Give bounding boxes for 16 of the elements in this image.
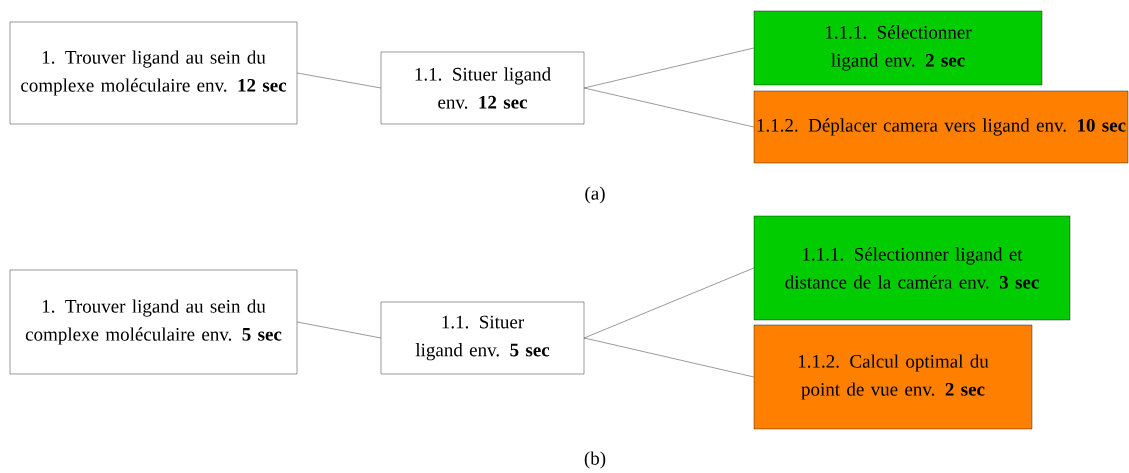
task-box: 1. Trouver ligand au sein du complexe moléculaire env. 5 sec <box>9 269 298 375</box>
connector-line <box>584 337 754 378</box>
connector-line <box>584 267 754 339</box>
task-box: 1.1.1. Sélectionner ligand env. 2 sec <box>753 10 1043 86</box>
task-box: 1.1. Situer ligand env. 12 sec <box>380 51 585 125</box>
task-box: 1.1.2. Déplacer camera vers ligand env. 10 sec <box>753 90 1129 164</box>
connector-line <box>297 72 381 89</box>
task-box: 1.1.1. Sélectionner ligand et distance de la caméra env. 3 sec <box>753 215 1071 321</box>
connector-line <box>584 47 754 89</box>
task-box: 1.1.2. Calcul optimal du point de vue env. 2 sec <box>753 324 1033 430</box>
task-box: 1.1. Situer ligand env. 5 sec <box>380 301 585 375</box>
connector-line <box>584 87 754 128</box>
subfigure-label: (a) <box>585 186 605 204</box>
task-box: 1. Trouver ligand au sein du complexe moléculaire env. 12 sec <box>9 21 298 125</box>
connector-line <box>297 321 381 339</box>
subfigure-label: (b) <box>584 451 606 469</box>
